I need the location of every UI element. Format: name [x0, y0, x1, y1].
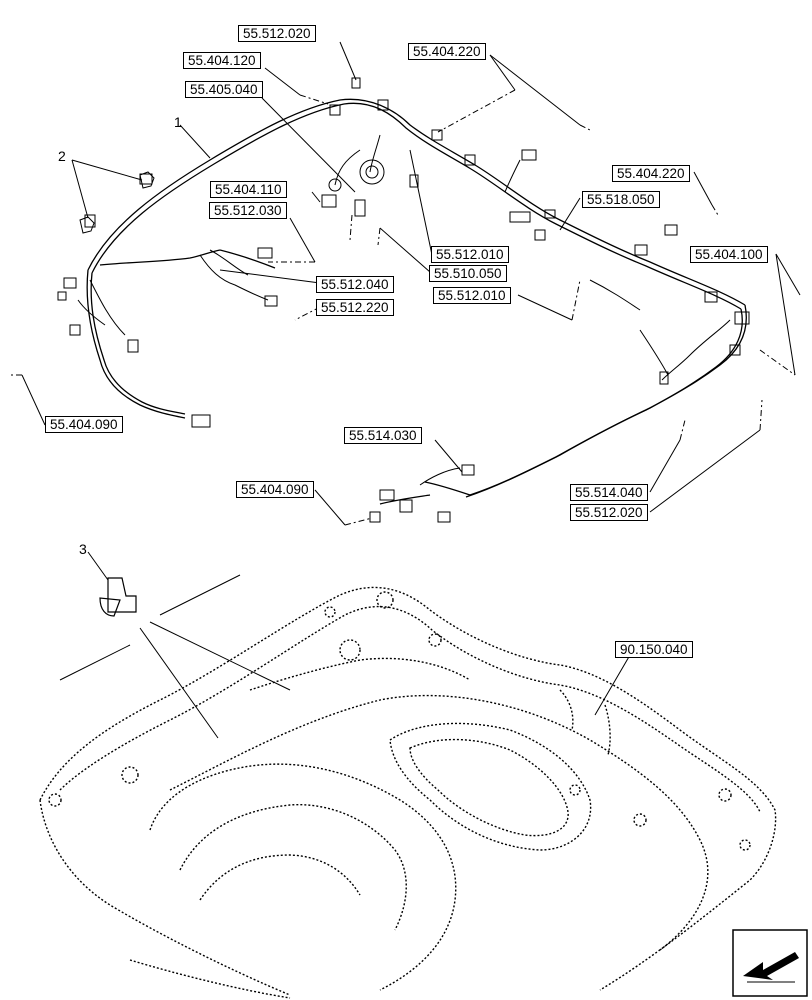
harness-connectors	[57, 77, 750, 523]
ref-label-55-510-050: 55.510.050	[429, 265, 507, 282]
ref-label-55-404-090-bottom: 55.404.090	[236, 481, 314, 498]
ref-label-55-404-090-left: 55.404.090	[45, 416, 123, 433]
cab-roof-outline	[39, 586, 777, 999]
ref-label-55-512-020-bottom: 55.512.020	[570, 504, 648, 521]
ref-label-55-512-220: 55.512.220	[316, 299, 394, 316]
clip-item-2	[79, 171, 155, 234]
ref-label-55-514-030: 55.514.030	[344, 427, 422, 444]
ref-label-55-404-110: 55.404.110	[210, 181, 287, 198]
ref-label-55-404-220-top: 55.404.220	[408, 43, 486, 60]
clip-item-3	[99, 577, 137, 617]
leader-lines	[10, 41, 801, 739]
ref-label-55-404-120: 55.404.120	[183, 52, 261, 69]
next-page-arrow-icon[interactable]	[732, 929, 808, 997]
ref-label-55-512-030: 55.512.030	[209, 202, 287, 219]
item-number-1: 1	[174, 114, 182, 130]
item-number-2: 2	[58, 148, 66, 164]
ref-label-55-518-050: 55.518.050	[582, 191, 660, 208]
main-harness-cable	[86, 98, 747, 505]
ref-label-90-150-040: 90.150.040	[615, 641, 693, 658]
ref-label-55-404-220-right: 55.404.220	[612, 165, 690, 182]
ref-label-55-404-100: 55.404.100	[690, 246, 768, 263]
ref-label-55-514-040: 55.514.040	[570, 484, 648, 501]
ref-label-55-405-040: 55.405.040	[185, 81, 263, 98]
ref-label-55-512-010-lower: 55.512.010	[433, 287, 511, 304]
ref-label-55-512-010-upper: 55.512.010	[431, 246, 509, 263]
ref-label-55-512-020-top: 55.512.020	[238, 25, 316, 42]
item-number-3: 3	[79, 541, 87, 557]
ref-label-55-512-040: 55.512.040	[316, 276, 394, 293]
